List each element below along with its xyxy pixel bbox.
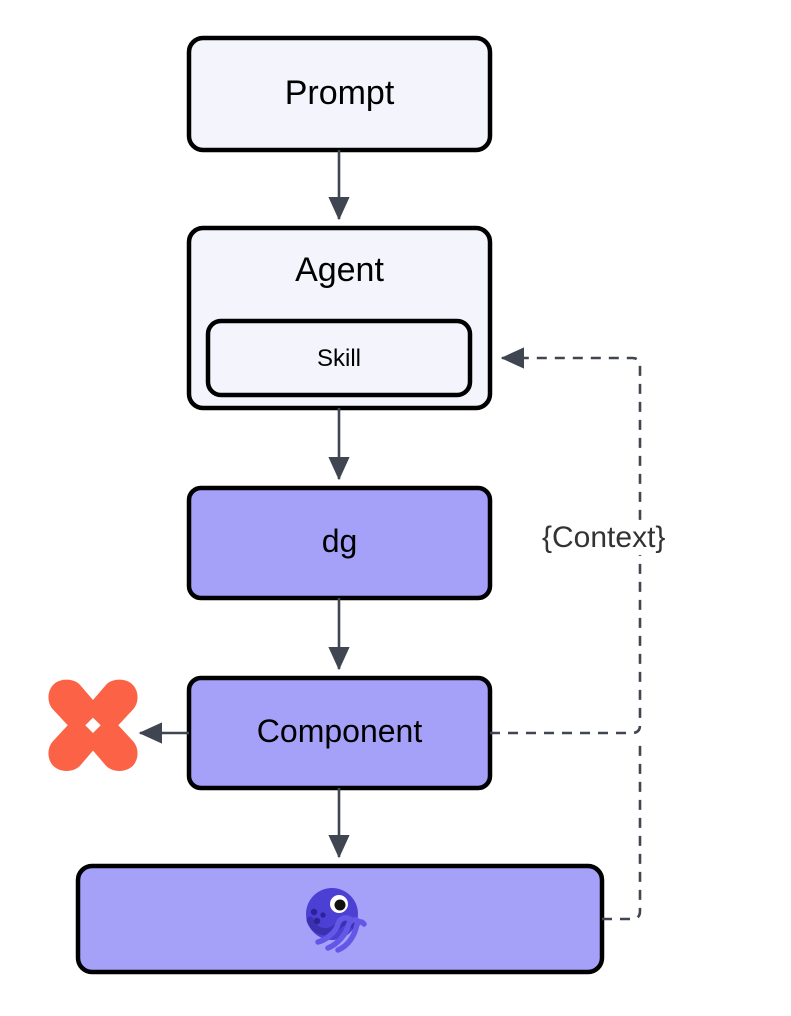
- node-dg-shape[interactable]: [186, 485, 493, 601]
- octopus-icon: [306, 888, 367, 953]
- edge-component-to-skill-context: [490, 347, 642, 735]
- edge-output-to-context-line: [602, 740, 642, 921]
- node-prompt-shape[interactable]: [186, 35, 493, 153]
- node-component-shape[interactable]: [186, 675, 493, 791]
- edge-label-context: {Context}: [538, 521, 670, 555]
- node-skill-shape[interactable]: [205, 318, 473, 398]
- x-mark-icon: [48, 679, 138, 771]
